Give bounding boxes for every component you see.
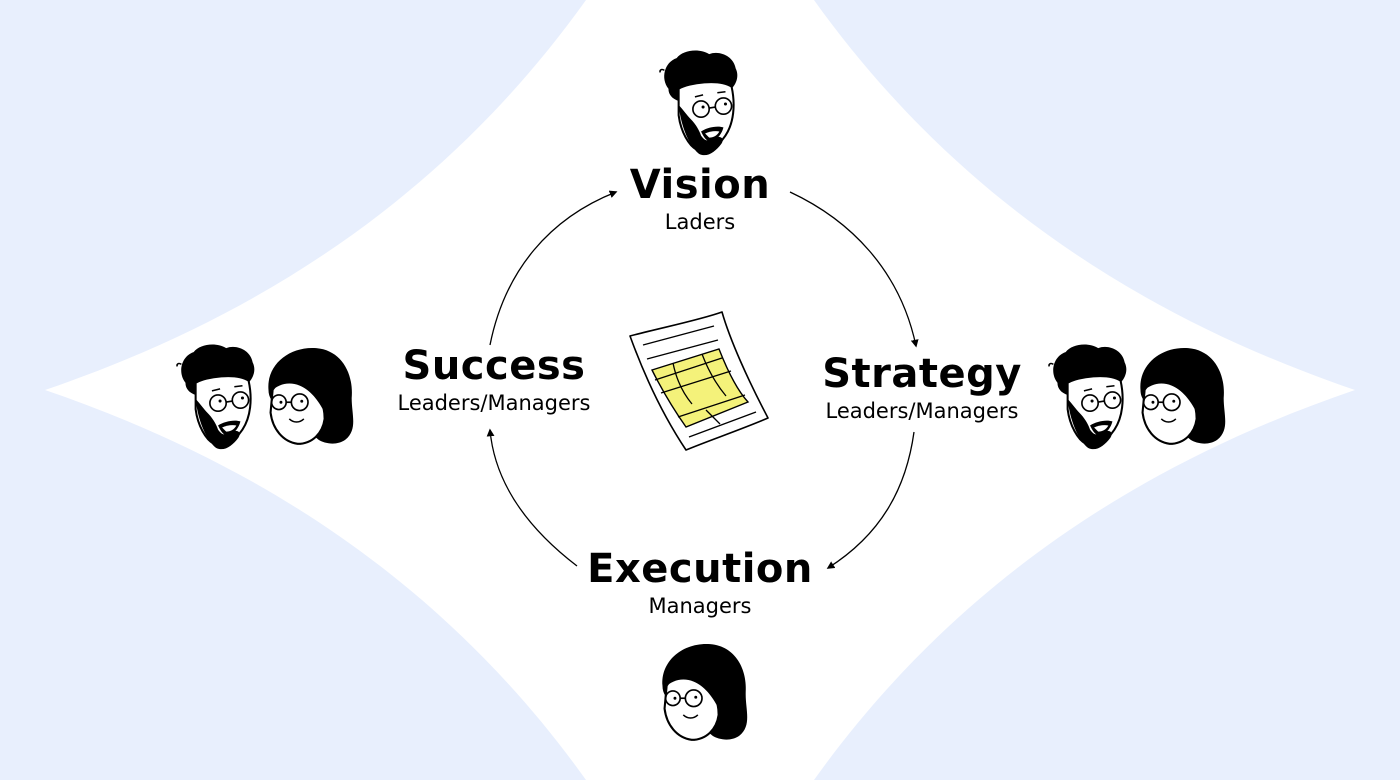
arrow-execution-to-success [486,428,578,567]
node-role: Laders [664,210,736,234]
node-role: Managers [648,594,752,618]
spreadsheet-document-icon [629,311,769,451]
node-title: Vision [629,162,771,208]
node-strategy: Strategy Leaders/Managers [792,352,1052,424]
execution-woman-avatar [661,642,749,741]
strategy-woman-avatar [1139,346,1227,445]
node-title: Execution [587,546,813,592]
node-success: Success Leaders/Managers [364,344,624,416]
arrow-strategy-to-execution [826,431,915,569]
arrow-success-to-vision [489,190,618,346]
node-execution: Execution Managers [570,547,830,619]
arrow-vision-to-strategy [789,191,919,348]
node-title: Success [402,343,586,389]
node-role: Leaders/Managers [825,399,1019,423]
node-vision: Vision Laders [600,163,800,235]
success-woman-avatar [267,346,355,445]
node-title: Strategy [822,351,1022,397]
node-role: Leaders/Managers [397,391,591,415]
